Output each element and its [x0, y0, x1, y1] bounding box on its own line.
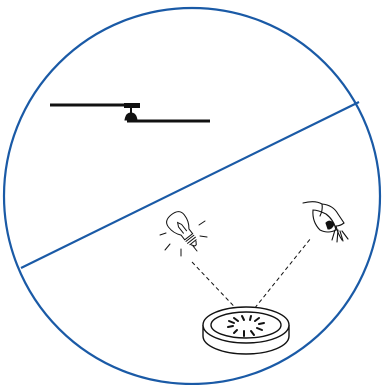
divider-line [21, 102, 359, 268]
frame-circle [4, 8, 380, 384]
eye-icon [303, 202, 348, 242]
light-bulb-icon [160, 209, 207, 256]
reflector-disc-icon [203, 307, 289, 354]
ceiling-lamp-icon [50, 103, 210, 121]
